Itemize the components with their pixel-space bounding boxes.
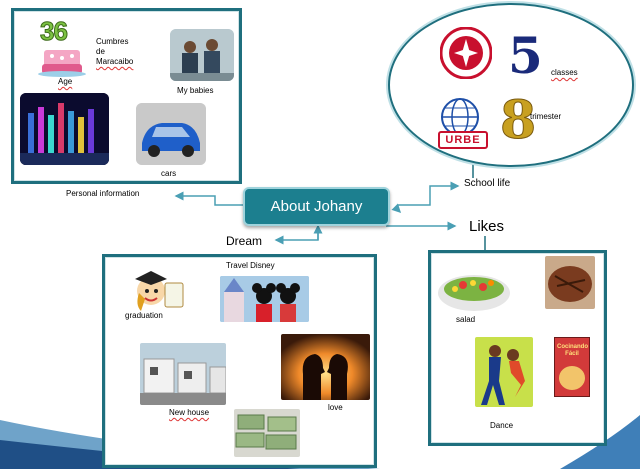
steak-icon (545, 256, 595, 309)
dream-box: Travel Disney graduation (102, 254, 377, 468)
steak-photo (545, 256, 595, 309)
city-lights-photo (20, 93, 109, 165)
dance-label: Dance (490, 421, 514, 430)
travel-label: Travel Disney (226, 261, 275, 270)
disney-photo (220, 276, 309, 322)
house-photo (140, 343, 226, 405)
babies-label: My babies (177, 86, 214, 95)
people-photo-icon (170, 29, 234, 81)
house-icon (140, 343, 226, 405)
trimester-number: 8 (499, 90, 537, 151)
arrow-personal (174, 191, 243, 206)
arrow-school (398, 181, 460, 206)
night-lights-icon (20, 93, 109, 165)
graduate-icon (135, 271, 184, 311)
age-number: 36 (40, 16, 69, 47)
dancers-icon (475, 337, 533, 407)
cookbook-title: Cocinando Fácil (557, 344, 588, 357)
cake-icon (38, 50, 86, 77)
arrow-school-back (391, 203, 402, 214)
school-life-label: School life (464, 178, 511, 189)
bottom-right-wave (560, 415, 640, 469)
love-label: love (328, 403, 343, 412)
salad-label: salad (456, 315, 476, 324)
seal-icon (439, 26, 493, 80)
city-line3: Maracaibo (96, 57, 134, 66)
love-photo (281, 334, 370, 400)
house-label: New house (169, 408, 210, 417)
classes-number: 5 (508, 26, 543, 85)
personal-info-box: 36 Age Cumbres de Maracaibo My babies (11, 8, 242, 184)
bottom-left-wave-dark (0, 440, 300, 469)
car-photo (136, 103, 206, 165)
classes-label: classes (551, 68, 578, 77)
food-illustration (559, 366, 585, 390)
central-node[interactable]: About Johany (243, 187, 390, 226)
money-photo (234, 409, 300, 457)
cookbook-image: Cocinando Fácil (554, 337, 590, 397)
salad-bowl-icon (438, 275, 510, 311)
urbe-text: URBE (438, 131, 488, 149)
money-stack-icon (234, 409, 300, 457)
cars-label: cars (161, 169, 177, 178)
trimester-label: trimester (530, 112, 562, 121)
salad-image (435, 263, 513, 319)
central-node-label: About Johany (270, 198, 363, 215)
birthday-cake-image: 36 (34, 16, 90, 80)
personal-info-label: Personal information (66, 189, 140, 198)
babies-photo (170, 29, 234, 81)
likes-label: Likes (469, 218, 505, 235)
school-life-ellipse: 5 classes URBE 8 trimester (388, 3, 634, 167)
dance-photo (475, 337, 533, 407)
couple-sunset-icon (281, 334, 370, 400)
mickey-minnie-icon (220, 276, 309, 322)
car-icon (136, 103, 206, 165)
age-label: Age (58, 77, 73, 86)
city-line2: de (96, 47, 105, 56)
city-line1: Cumbres (96, 37, 129, 46)
dream-label: Dream (226, 234, 263, 248)
university-seal (439, 26, 493, 80)
urbe-logo: URBE (434, 95, 488, 149)
graduation-image (125, 265, 189, 315)
likes-box: salad Dance Cocinando Fácil (428, 250, 607, 446)
graduation-label: graduation (125, 311, 163, 320)
